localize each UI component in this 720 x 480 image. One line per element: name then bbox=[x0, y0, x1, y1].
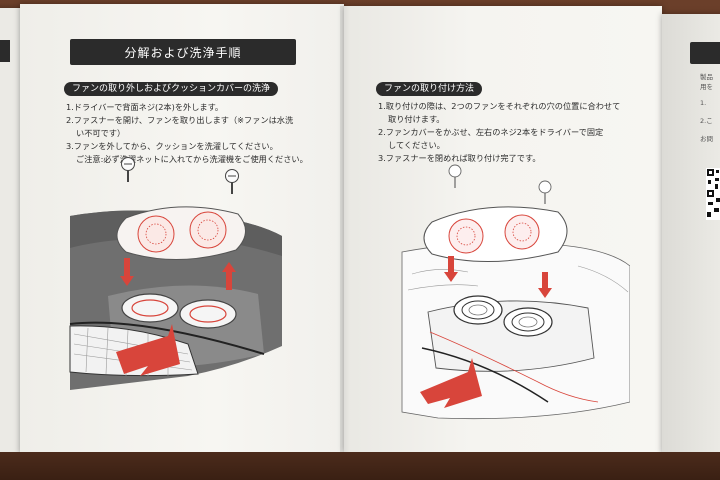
red-arrow-icon-down-left bbox=[120, 258, 134, 286]
next-page-text: 用を bbox=[700, 83, 713, 91]
step-3-note: ご注意:必ず洗濯ネットに入れてから洗濯機をご使用ください。 bbox=[76, 154, 308, 164]
cover-grill-right bbox=[189, 211, 227, 249]
step-1: 1.取り付けの際は、2つのファンをそれぞれの穴の位置に合わせて bbox=[378, 101, 621, 111]
screw-icon bbox=[225, 169, 239, 194]
step-2-cont: い不可です） bbox=[76, 128, 126, 138]
next-page-text: 製品 bbox=[700, 73, 713, 81]
cushion-wrinkles bbox=[407, 265, 629, 293]
fan-right-base bbox=[179, 299, 237, 329]
fan-left-base bbox=[121, 293, 179, 323]
removal-steps: 1.ドライバーで背面ネジ(2本)を外します。 2.ファスナーを開け、ファンを取り… bbox=[66, 101, 336, 166]
screw-icon bbox=[538, 180, 552, 204]
qr-code-icon bbox=[706, 168, 720, 220]
step-2: 2.ファスナーを開け、ファンを取り出します（※ファンは水洗 bbox=[66, 115, 294, 125]
screw-icon bbox=[121, 157, 135, 182]
zipper-guide bbox=[429, 331, 599, 403]
cover-grill-left bbox=[137, 215, 175, 253]
fold-shadow bbox=[340, 6, 350, 452]
cover-grill-left bbox=[448, 218, 484, 254]
red-arrow-icon-large bbox=[420, 358, 482, 408]
red-arrow-icon-large bbox=[116, 324, 180, 376]
edge-title-bar-fragment bbox=[0, 40, 10, 62]
step-2: 2.ファンカバーをかぶせ、左右のネジ2本をドライバーで固定 bbox=[378, 127, 604, 137]
next-page-text: お問 bbox=[700, 135, 713, 143]
installation-illustration bbox=[401, 206, 630, 420]
step-3: 3.ファンを外してから、クッションを洗濯してください。 bbox=[66, 141, 278, 151]
screw-icon bbox=[448, 164, 462, 188]
step-1-cont: 取り付けます。 bbox=[388, 114, 445, 124]
step-1: 1.ドライバーで背面ネジ(2本)を外します。 bbox=[66, 102, 224, 112]
zipper-line bbox=[421, 347, 549, 403]
cover-grill-right bbox=[504, 214, 540, 250]
page-title: 分解および洗浄手順 bbox=[70, 39, 296, 65]
removal-illustration bbox=[69, 206, 282, 390]
next-page-title-bar bbox=[690, 42, 720, 64]
red-arrow-icon-down-right bbox=[222, 262, 236, 290]
fan-cover bbox=[423, 206, 568, 262]
red-arrow-icon-down-right bbox=[538, 272, 552, 298]
section-heading-removal: ファンの取り外しおよびクッションカバーの洗浄 bbox=[64, 82, 279, 96]
step-2-cont: してください。 bbox=[388, 140, 445, 150]
next-page-text: 2.こ bbox=[700, 117, 713, 125]
step-3: 3.ファスナーを閉めれば取り付け完了です。 bbox=[378, 153, 541, 163]
installation-steps: 1.取り付けの際は、2つのファンをそれぞれの穴の位置に合わせて 取り付けます。 … bbox=[378, 100, 648, 165]
manual-page-next bbox=[662, 14, 720, 454]
fan-left bbox=[453, 295, 503, 325]
section-heading-installation: ファンの取り付け方法 bbox=[376, 82, 483, 96]
red-arrow-icon-down-left bbox=[444, 256, 458, 282]
next-page-text: 1. bbox=[700, 99, 707, 107]
zipper-line bbox=[69, 321, 265, 355]
fan-right bbox=[503, 307, 553, 337]
fan-cover bbox=[116, 206, 246, 261]
table-surface bbox=[0, 452, 720, 480]
